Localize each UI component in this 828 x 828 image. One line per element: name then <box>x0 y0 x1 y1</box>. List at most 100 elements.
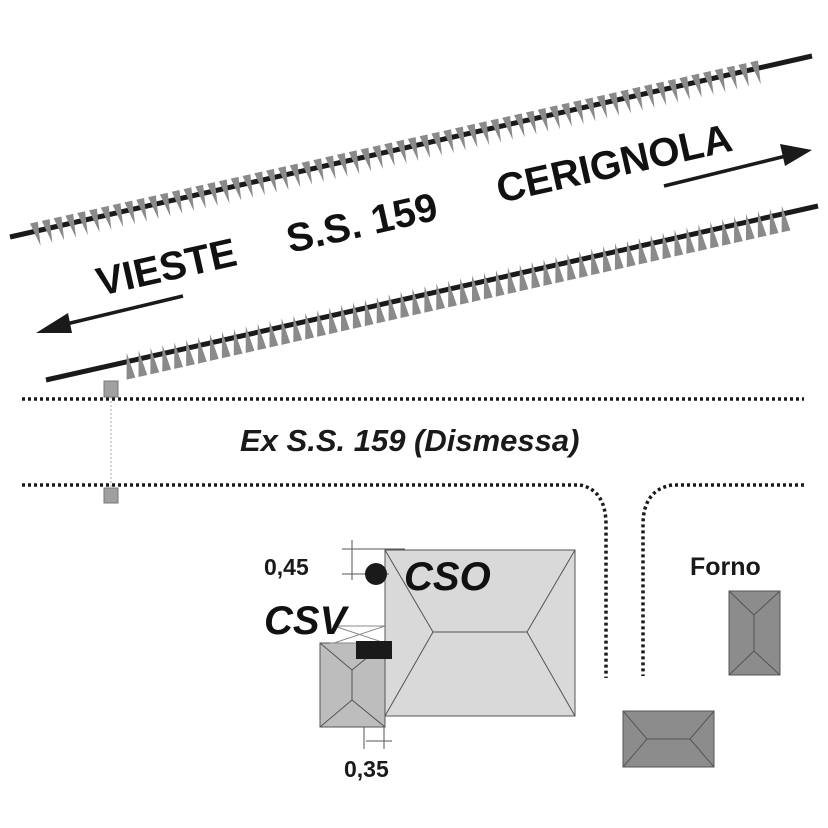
embankment-tooth <box>514 113 525 138</box>
embankment-tooth <box>549 105 561 130</box>
embankment-tooth <box>650 235 660 262</box>
label-vieste: VIESTE <box>92 231 240 305</box>
embankment-tooth <box>29 221 41 246</box>
embankment-tooth <box>230 176 242 201</box>
embankment-tooth <box>722 219 731 246</box>
embankment-tooth <box>608 92 620 117</box>
embankment-bottom <box>126 205 791 380</box>
embankment-tooth <box>254 171 265 196</box>
embankment-tooth <box>638 237 648 265</box>
embankment-tooth <box>277 166 289 191</box>
embankment-tooth <box>171 190 183 215</box>
embankment-tooth <box>698 224 708 252</box>
embankment-tooth <box>126 352 136 380</box>
embankment-tooth <box>41 219 53 244</box>
embankment-tooth <box>591 248 600 276</box>
label-forno: Forno <box>690 553 761 581</box>
embankment-tooth <box>466 123 478 148</box>
embankment-tooth <box>65 213 77 238</box>
old-road-branch-left <box>579 483 608 678</box>
embankment-tooth <box>483 272 493 300</box>
embankment-tooth <box>317 310 326 337</box>
embankment-tooth <box>596 94 608 119</box>
embankment-tooth <box>495 269 505 297</box>
embankment-tooth <box>781 205 791 233</box>
embankment-tooth <box>525 110 537 135</box>
embankment-tooth <box>602 245 612 273</box>
embankment-tooth <box>245 326 255 353</box>
embankment-tooth <box>329 307 338 335</box>
post-top <box>103 380 119 398</box>
embankment-tooth <box>266 168 277 193</box>
embankment-tooth <box>281 318 291 345</box>
embankment-tooth <box>136 197 147 222</box>
cso-point-icon <box>365 563 387 585</box>
embankment-tooth <box>352 302 362 329</box>
embankment-tooth <box>561 102 572 127</box>
embankment-tooth <box>242 174 254 199</box>
arrow-left-icon <box>36 294 184 333</box>
embankment-tooth <box>340 304 350 332</box>
embankment-tooth <box>162 344 172 372</box>
embankment-tooth <box>686 227 696 254</box>
embankment-tooth <box>218 179 230 204</box>
embankment-tooth <box>567 253 577 281</box>
embankment-tooth <box>198 336 207 364</box>
main-road <box>9 53 819 383</box>
embankment-tooth <box>667 78 679 103</box>
embankment-tooth <box>112 203 124 228</box>
embankment-tooth <box>372 145 384 170</box>
embankment-tooth <box>148 195 159 220</box>
embankment-tooth <box>471 275 481 302</box>
label-csv: CSV <box>264 599 350 643</box>
embankment-tooth <box>183 187 195 212</box>
forno-building <box>728 590 781 676</box>
embankment-tooth <box>750 60 761 85</box>
embankment-tooth <box>336 153 348 177</box>
embankment-tooth <box>702 71 714 95</box>
embankment-tooth <box>614 243 624 270</box>
embankment-tooth <box>364 299 374 327</box>
embankment-tooth <box>293 315 303 343</box>
embankment-tooth <box>531 261 541 289</box>
embankment-tooth <box>455 126 466 151</box>
embankment-tooth <box>207 182 218 207</box>
embankment-tooth <box>159 192 171 217</box>
embankment-tooth <box>150 347 160 375</box>
embankment-tooth <box>507 267 517 294</box>
embankment-tooth <box>289 163 301 188</box>
embankment-tooth <box>209 334 219 361</box>
embankment-tooth <box>502 115 513 140</box>
embankment-tooth <box>186 339 195 367</box>
label-ex-road: Ex S.S. 159 (Dismessa) <box>240 423 579 458</box>
main-building <box>384 549 576 717</box>
embankment-tooth <box>419 134 431 159</box>
embankment-tooth <box>620 89 631 114</box>
embankment-tooth <box>662 232 672 260</box>
embankment-tooth <box>431 131 443 156</box>
cso-marker <box>342 540 405 585</box>
embankment-tooth <box>543 259 553 286</box>
embankment-tooth <box>384 142 395 167</box>
embankment-tooth <box>490 118 502 143</box>
embankment-tooth <box>745 213 755 241</box>
csv-point-icon <box>356 641 392 659</box>
embankment-tooth <box>301 160 313 185</box>
embankment-tooth <box>632 86 643 111</box>
embankment-tooth <box>124 200 136 225</box>
embankment-tooth <box>674 229 684 257</box>
embankment-tooth <box>424 286 434 313</box>
embankment-tooth <box>734 216 743 244</box>
embankment-tooth <box>726 65 738 90</box>
embankment-tooth <box>396 139 407 164</box>
boundary-posts <box>103 380 119 504</box>
embankment-tooth <box>388 294 398 321</box>
embankment-tooth <box>436 283 446 311</box>
embankment-tooth <box>679 76 690 101</box>
embankment-tooth <box>174 342 183 369</box>
embankment-tooth <box>360 147 372 172</box>
old-road-branch-right <box>641 483 804 676</box>
label-cso-offset: 0,45 <box>264 554 309 580</box>
embankment-tooth <box>407 137 419 162</box>
post-bottom <box>103 487 119 504</box>
